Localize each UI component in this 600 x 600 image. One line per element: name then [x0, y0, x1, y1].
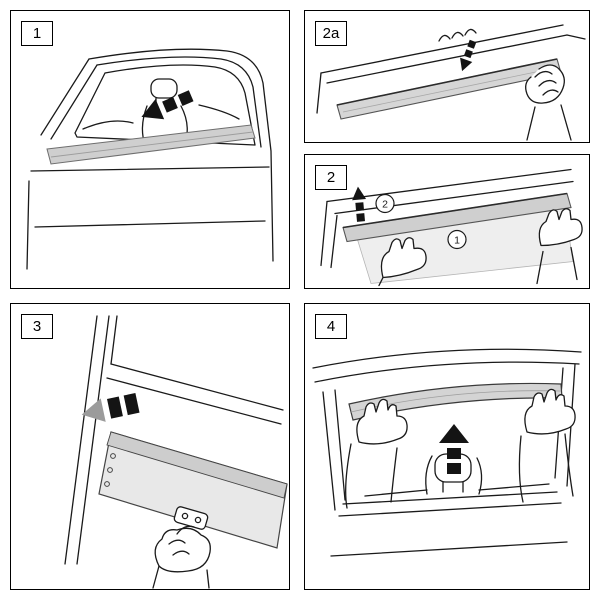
step-number: 1: [32, 25, 42, 42]
step-number: 4: [326, 318, 336, 335]
arrow-up-icon: [439, 424, 469, 474]
rear-window-opening: [74, 64, 256, 146]
step-number: 3: [32, 318, 42, 335]
right-hand: [525, 64, 572, 141]
fingertips-over-frame: [438, 28, 477, 42]
callout-1-badge: 1: [447, 229, 467, 250]
deflector-strip-edge: [50, 131, 254, 158]
step-number-badge: 2: [315, 165, 347, 190]
arrow-down-icon: [460, 39, 477, 72]
window-frame: [316, 24, 586, 114]
clip-fastening-illustration: [64, 315, 288, 589]
step-panel-3: 3: [10, 303, 290, 590]
retainer-clip: [173, 506, 209, 530]
right-hand: [536, 208, 583, 285]
window-frame: [320, 168, 574, 269]
window-pillar: [64, 315, 284, 565]
arrow-down-left-icon: [141, 90, 194, 120]
step-panel-4: 4: [304, 303, 590, 590]
left-hand: [378, 237, 427, 287]
callout-2-number: 2: [382, 199, 388, 211]
arrow-up-icon: [352, 186, 367, 222]
step-number-badge: 2a: [315, 21, 347, 46]
deflector-strip: [342, 192, 572, 243]
left-hand: [345, 398, 408, 509]
step-panel-1: 1: [10, 10, 290, 289]
step-number: 2: [326, 169, 336, 186]
step-number-badge: 4: [315, 314, 347, 339]
hand-holding-clip: [152, 506, 211, 589]
right-hand: [518, 388, 576, 503]
step-panel-2: 2: [304, 154, 590, 289]
callout-2-badge: 2: [375, 193, 395, 214]
callout-1-number: 1: [454, 235, 460, 247]
hands-holding-deflector-illustration: [316, 24, 586, 141]
deflector-fitting-illustration: 2 1: [320, 168, 583, 287]
press-deflector-up-illustration: [312, 348, 582, 557]
step-number-badge: 3: [21, 314, 53, 339]
arrow-left-icon: [81, 393, 140, 422]
step-number: 2a: [322, 25, 340, 42]
car-side-deflector-insert-illustration: [26, 48, 274, 270]
step-number-badge: 1: [21, 21, 53, 46]
deflector-panel: [98, 431, 288, 549]
car-body-outline: [26, 48, 274, 270]
step-panel-2a: 2a: [304, 10, 590, 143]
